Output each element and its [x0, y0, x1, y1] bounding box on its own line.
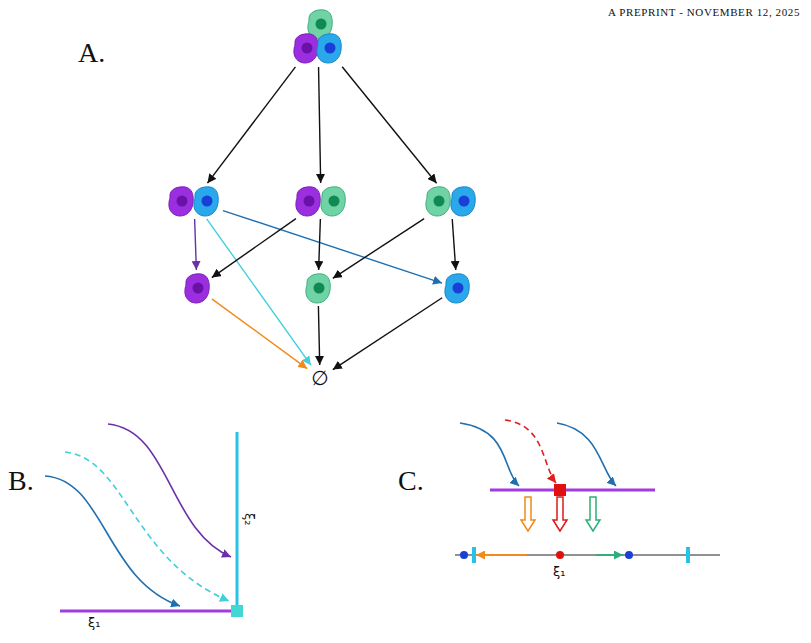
cell-icon — [451, 187, 475, 216]
lattice-arrow — [333, 298, 442, 370]
cell-group — [290, 8, 346, 66]
lattice-arrow — [319, 67, 321, 183]
lattice-arrow — [319, 219, 321, 270]
lattice-arrow — [452, 219, 456, 270]
cell-nucleus — [177, 196, 188, 207]
cell-nucleus — [304, 196, 315, 207]
lattice-arrow — [333, 219, 424, 279]
reduced-axis — [455, 555, 720, 556]
lattice-arrow — [207, 219, 311, 365]
cell-body — [294, 34, 318, 63]
panel-label: B. — [8, 466, 34, 497]
cell-icon — [426, 187, 450, 216]
cell-group — [183, 271, 211, 305]
cell-icon — [296, 187, 320, 216]
cell-icon — [185, 274, 209, 303]
cell-nucleus — [193, 283, 204, 294]
hollow-arrow — [521, 497, 535, 531]
trajectory-curve — [45, 476, 180, 606]
panel-label: C. — [398, 466, 424, 497]
cell-icon — [294, 34, 318, 63]
cell-nucleus — [314, 283, 325, 294]
dashed-trajectory — [505, 420, 556, 483]
stable-point — [625, 551, 633, 559]
purple-manifold — [490, 489, 655, 492]
trajectory-curve — [460, 423, 519, 486]
axis-label: ξ₁ — [88, 616, 100, 630]
cell-body — [185, 274, 209, 303]
fixed-point-square — [231, 605, 243, 617]
cell-body — [451, 187, 475, 216]
cell-nucleus — [316, 19, 327, 30]
axis-label: ξ₁ — [553, 565, 565, 579]
lattice-arrow — [207, 67, 295, 183]
cell-body — [194, 187, 218, 216]
cell-body — [296, 187, 320, 216]
cell-art — [183, 271, 211, 305]
cell-icon — [445, 274, 469, 303]
stable-point — [460, 551, 468, 559]
cell-art — [166, 184, 222, 218]
lattice-arrow — [318, 306, 319, 365]
dashed-trajectory — [65, 452, 229, 601]
cell-nucleus — [434, 196, 445, 207]
unstable-point — [556, 551, 564, 559]
boundary-tick — [686, 547, 690, 563]
cell-body — [169, 187, 193, 216]
cell-nucleus — [325, 43, 336, 54]
cell-nucleus — [459, 196, 470, 207]
cell-body — [445, 274, 469, 303]
flow-arrow — [596, 554, 623, 556]
cell-group — [293, 184, 349, 218]
hollow-arrow — [553, 497, 567, 531]
panel-label: A. — [78, 38, 105, 69]
cell-nucleus — [329, 196, 340, 207]
axis-label: ξ₂ — [242, 513, 256, 525]
cell-icon — [306, 274, 330, 303]
cell-icon — [317, 34, 341, 63]
cell-art — [443, 271, 471, 305]
cell-art — [304, 271, 332, 305]
cell-art — [293, 184, 349, 218]
lattice-arrow — [212, 299, 307, 369]
running-header: A PREPRINT - NOVEMBER 12, 2025 — [540, 6, 800, 18]
cell-nucleus — [453, 283, 464, 294]
trajectory-curve — [557, 423, 616, 486]
cell-icon — [169, 187, 193, 216]
lattice-arrow — [342, 67, 436, 183]
cell-body — [321, 187, 345, 216]
cell-nucleus — [302, 43, 313, 54]
cell-art — [290, 8, 346, 66]
hollow-arrow — [586, 497, 600, 531]
cell-group — [443, 271, 471, 305]
cell-group — [423, 184, 479, 218]
cell-body — [306, 274, 330, 303]
trajectory-curve — [108, 424, 231, 557]
node-text: ∅ — [311, 368, 328, 388]
cell-body — [426, 187, 450, 216]
cell-art — [423, 184, 479, 218]
cell-icon — [321, 187, 345, 216]
cyan-axis — [236, 432, 239, 611]
lattice-arrow — [195, 219, 197, 270]
cell-nucleus — [202, 196, 213, 207]
flow-arrow — [476, 554, 527, 556]
cell-group — [166, 184, 222, 218]
cell-icon — [194, 187, 218, 216]
lattice-arrow — [212, 219, 296, 278]
boundary-tick — [472, 547, 476, 563]
set-node: ∅ — [308, 366, 332, 390]
saddle-square — [554, 484, 566, 496]
cell-group — [304, 271, 332, 305]
purple-axis — [60, 610, 237, 613]
cell-body — [317, 34, 341, 63]
